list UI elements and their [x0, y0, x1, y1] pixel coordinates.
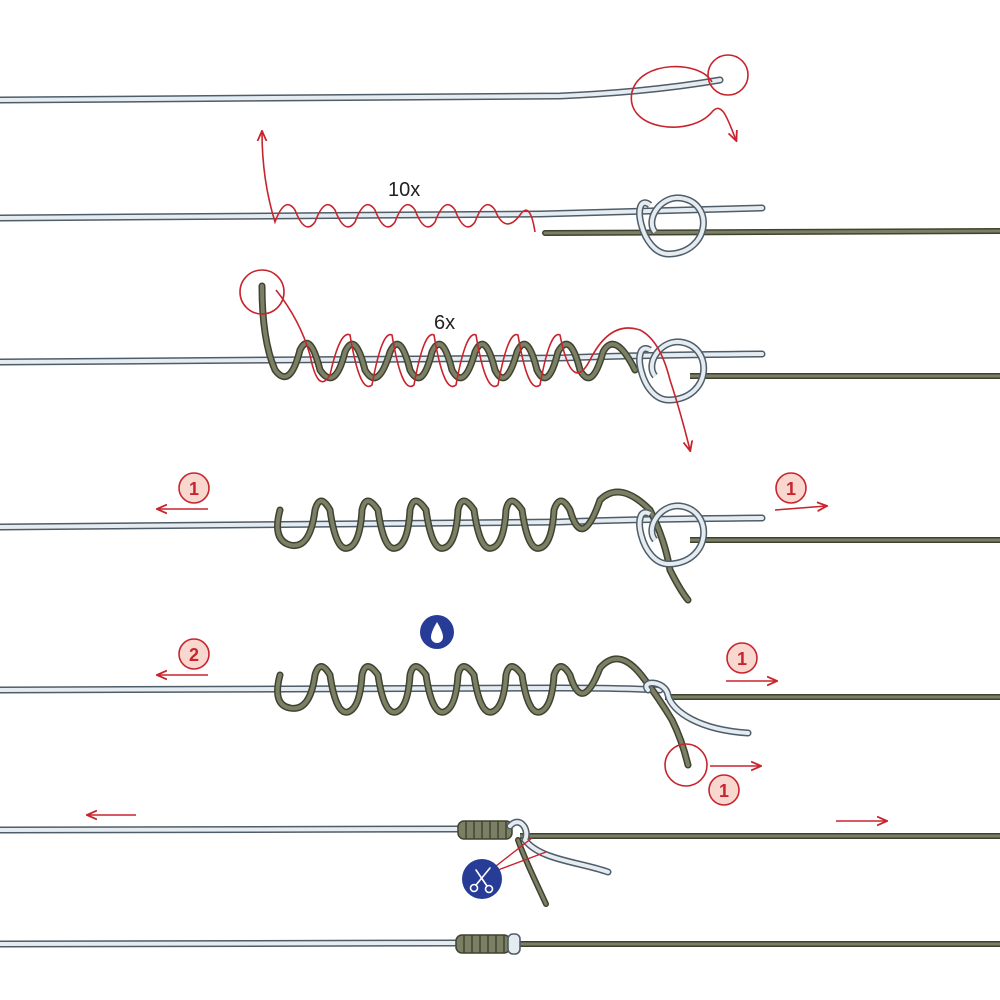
mono-tag-end	[506, 818, 612, 876]
loop-knot	[636, 194, 707, 258]
step-7-finished-knot	[0, 933, 1000, 955]
tightened-knot	[642, 679, 752, 737]
step-4-moisten-tighten: 1 1	[0, 472, 1000, 604]
scissors-icon	[462, 859, 502, 899]
step-badge: 1	[719, 781, 729, 801]
mono-line	[0, 939, 464, 948]
pull-right-indicator: 1	[726, 642, 776, 681]
step-badge: 2	[189, 645, 199, 665]
step-2-wrap: 10x	[0, 132, 1000, 258]
braid-wraps	[274, 655, 692, 769]
wrap-back-guide	[275, 289, 690, 450]
pull-right-indicator: 1	[774, 472, 826, 510]
wrap-count-label: 10x	[388, 179, 420, 201]
wrap-guide	[262, 132, 536, 233]
tag-end-highlight	[239, 269, 285, 315]
braid-wraps	[274, 488, 692, 604]
knot-nub	[507, 933, 521, 955]
pull-left-indicator: 1	[158, 472, 210, 509]
step-6-trim	[0, 815, 1000, 907]
tag-end-highlight	[664, 743, 708, 787]
pull-left-indicator: 2	[158, 638, 210, 675]
wrap-count-label: 6x	[434, 312, 455, 334]
mono-line	[0, 204, 766, 222]
braid-line	[542, 228, 1000, 236]
mono-line	[0, 76, 724, 104]
loop-knot	[636, 502, 707, 568]
mono-line	[0, 825, 464, 834]
braid-tag-end	[515, 837, 549, 907]
water-drop-icon	[420, 615, 454, 649]
wrapped-coils	[455, 934, 511, 954]
loop-guide	[630, 65, 736, 140]
step-3-wrap-back: 6x	[0, 269, 1000, 450]
step-badge: 1	[786, 479, 796, 499]
step-5-moisten-pull: 2 1 1	[0, 615, 1000, 806]
wrapped-coils	[457, 820, 513, 840]
pull-tag-indicator: 1	[708, 766, 760, 806]
tag-end-highlight	[707, 54, 749, 96]
step-badge: 1	[189, 479, 199, 499]
cut-guide	[495, 837, 547, 871]
step-badge: 1	[737, 649, 747, 669]
mono-line	[0, 350, 766, 366]
step-1-form-loop	[0, 54, 749, 140]
loop-knot	[636, 338, 707, 404]
braid-wraps	[258, 282, 639, 382]
